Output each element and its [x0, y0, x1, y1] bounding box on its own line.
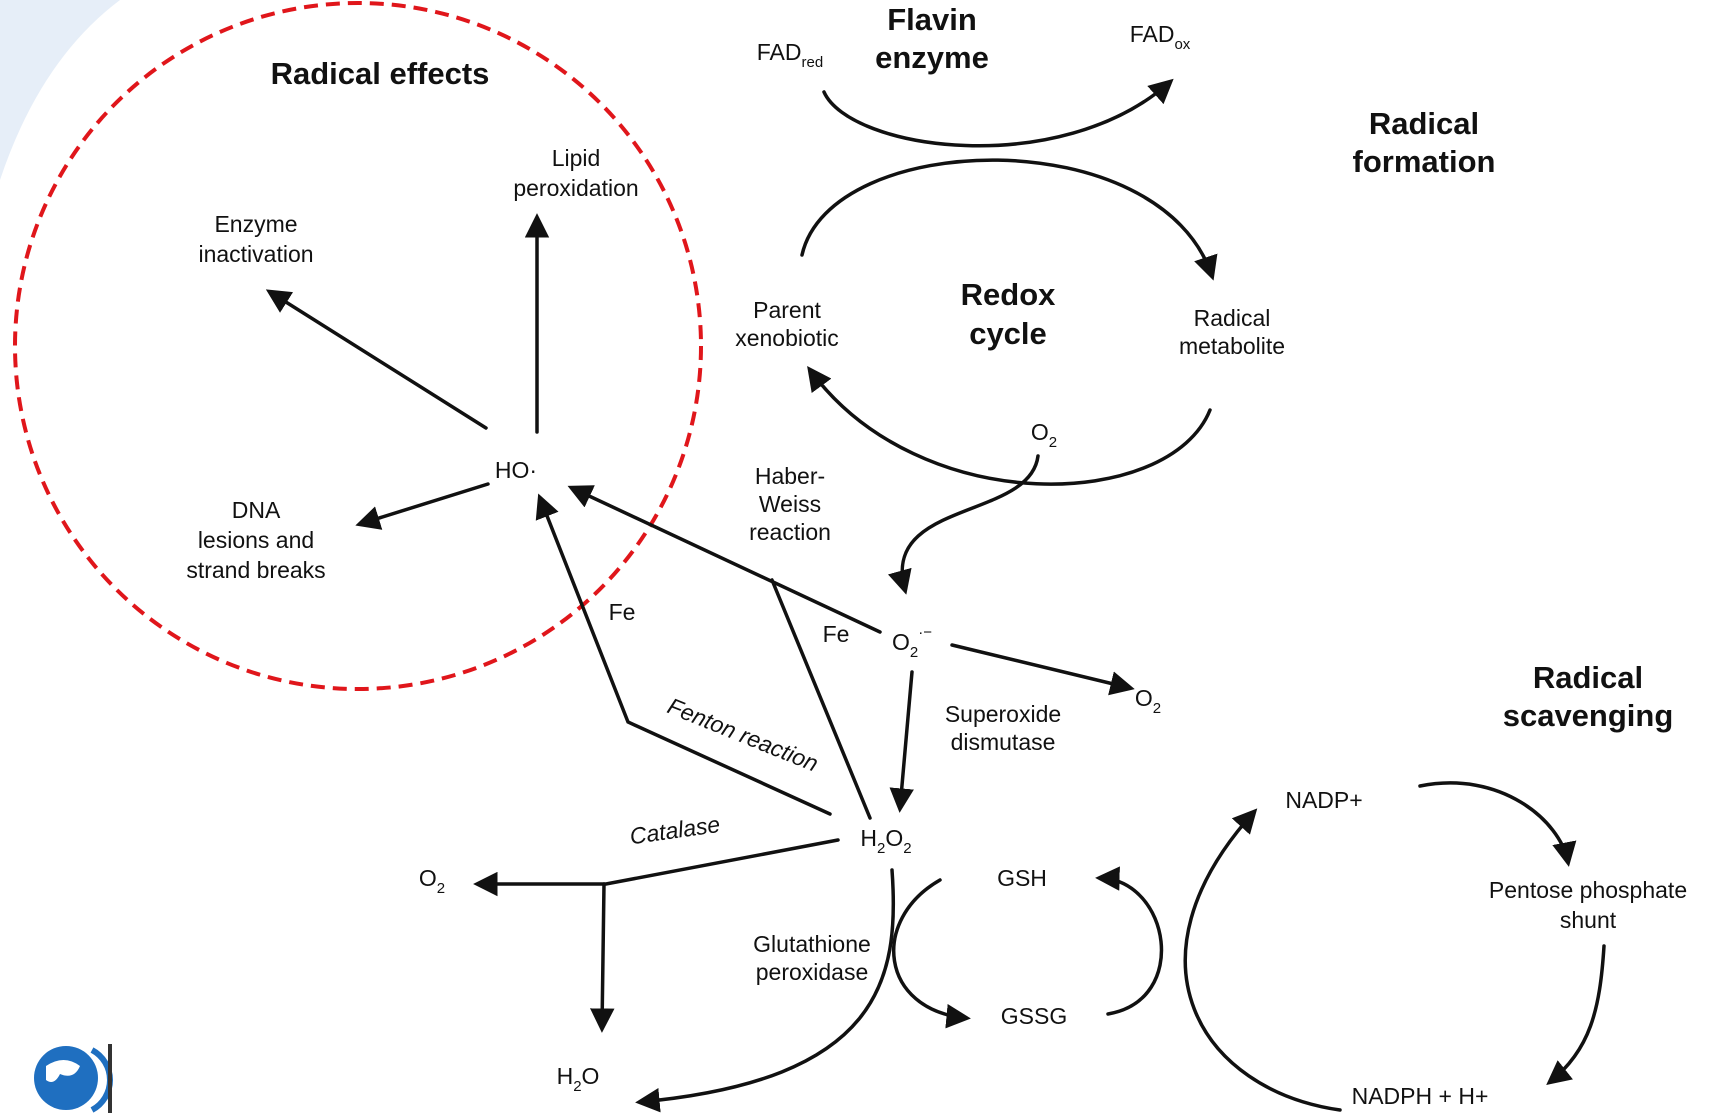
institution-logo [34, 1044, 113, 1113]
heading-radical-scavenging-2: scavenging [1503, 698, 1674, 733]
sod-label-1: Superoxide [945, 701, 1061, 727]
arrow-superoxide-to-h2o2 [889, 670, 914, 813]
haber-weiss-3: reaction [749, 519, 831, 545]
arrow-gssg-to-gsh [1095, 866, 1164, 1016]
arrow-superoxide-to-o2 [950, 643, 1135, 696]
globe-continent-shape [46, 1060, 80, 1082]
heading-redox-cycle-2: cycle [969, 316, 1047, 351]
arrow-catalase-to-o2 [473, 838, 840, 897]
o2-left-label: O2 [419, 865, 445, 897]
arrow-nadp-to-pentose [1418, 781, 1577, 867]
heading-radical-formation-2: formation [1353, 144, 1496, 179]
dna-lesions-2: lesions and [198, 527, 314, 553]
haber-weiss-1: Haber- [755, 463, 825, 489]
fenton-reaction-label: Fenton reaction [664, 693, 822, 777]
pentose-label-1: Pentose phosphate [1489, 877, 1687, 903]
fad-ox-label: FADox [1130, 21, 1191, 53]
globe-icon [34, 1046, 98, 1110]
arrow-nadph-to-nadp [1183, 808, 1342, 1112]
lipid-peroxidation-2: peroxidation [513, 175, 638, 201]
heading-radical-effects: Radical effects [271, 56, 490, 91]
enzyme-inactivation-1: Enzyme [214, 211, 297, 237]
arrow-radical-to-parent [807, 366, 1212, 486]
h2o2-label: H2O2 [860, 825, 911, 857]
fad-red-label: FADred [757, 39, 823, 71]
hydroxyl-radical-label: HO· [495, 457, 537, 483]
pentose-label-2: shunt [1560, 907, 1617, 933]
heading-flavin-enzyme-2: enzyme [875, 40, 989, 75]
logo-divider [108, 1044, 112, 1113]
radical-metabolite-2: metabolite [1179, 333, 1285, 359]
lipid-peroxidation-1: Lipid [552, 145, 601, 171]
gssg-label: GSSG [1001, 1003, 1067, 1029]
radical-metabolite-1: Radical [1194, 305, 1271, 331]
heading-flavin-enzyme-1: Flavin [887, 2, 977, 37]
dna-lesions-3: strand breaks [186, 557, 325, 583]
arrow-fadred-to-fadox [822, 78, 1174, 148]
arrow-pentose-to-nadph [1546, 944, 1606, 1086]
background-swoosh [0, 0, 120, 180]
radical-effects-highlight-circle [13, 1, 703, 691]
arrow-parent-to-radical [800, 158, 1218, 281]
arrow-ho-to-enzyme [265, 289, 488, 430]
gsh-label: GSH [997, 865, 1047, 891]
arrow-ho-to-dna [355, 482, 490, 530]
gpx-label-2: peroxidase [756, 959, 869, 985]
parent-xenobiotic-2: xenobiotic [735, 325, 839, 351]
arrow-catalase-to-h2o [590, 882, 615, 1033]
parent-xenobiotic-1: Parent [753, 297, 821, 323]
superoxide-label: O2·− [892, 624, 932, 661]
arrow-h2o2-to-h2o-right [635, 868, 896, 1113]
arrow-fenton-h2o2-to-ho [535, 493, 832, 816]
arrow-gsh-to-gssg [892, 878, 971, 1029]
dna-lesions-1: DNA [232, 497, 281, 523]
sod-label-2: dismutase [951, 729, 1056, 755]
gpx-label-1: Glutathione [753, 931, 871, 957]
line-haber-weiss-branch [770, 578, 872, 820]
nadp-label: NADP+ [1285, 787, 1362, 813]
enzyme-inactivation-2: inactivation [198, 241, 313, 267]
h2o-label-left: H2O [557, 1063, 600, 1095]
heading-redox-cycle-1: Redox [961, 277, 1057, 312]
catalase-label: Catalase [628, 811, 722, 849]
nadph-label: NADPH + H+ [1352, 1083, 1489, 1109]
o2-top-label: O2 [1031, 419, 1057, 451]
heading-radical-scavenging-1: Radical [1533, 660, 1643, 695]
fe-label-right: Fe [823, 621, 850, 647]
arrow-superoxide-to-ho [567, 485, 882, 634]
arrow-o2-to-superoxide [887, 454, 1040, 595]
haber-weiss-2: Weiss [759, 491, 821, 517]
fe-label-left: Fe [609, 599, 636, 625]
o2-right-label: O2 [1135, 685, 1161, 717]
heading-radical-formation-1: Radical [1369, 106, 1479, 141]
